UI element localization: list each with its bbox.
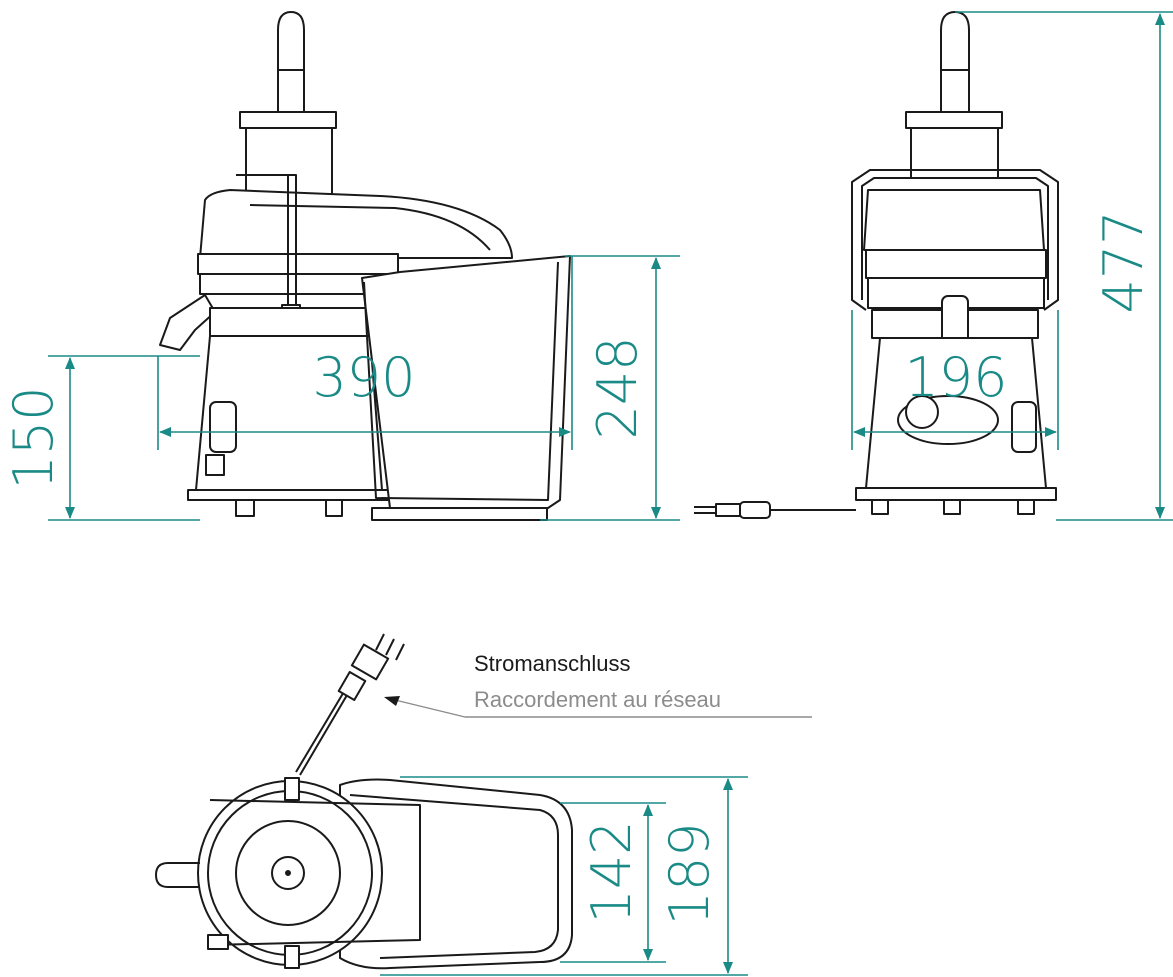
dimension-lines <box>48 11 1173 976</box>
power-connection-label-fr: Raccordement au réseau <box>474 687 721 712</box>
dim-196-label: 196 <box>904 346 1007 409</box>
leader-arrow-icon <box>384 696 400 706</box>
side-view <box>159 11 571 521</box>
power-connection-leader <box>394 699 812 718</box>
front-view <box>694 11 1059 519</box>
dim-189-label: 189 <box>658 822 721 925</box>
dim-142-label: 142 <box>580 820 643 923</box>
dim-150-label: 150 <box>2 386 65 489</box>
dim-248-label: 248 <box>586 336 649 439</box>
dim-477-label: 477 <box>1092 210 1155 313</box>
top-view <box>155 633 573 970</box>
dim-390-label: 390 <box>312 346 415 409</box>
power-connection-label-de: Stromanschluss <box>474 651 631 676</box>
